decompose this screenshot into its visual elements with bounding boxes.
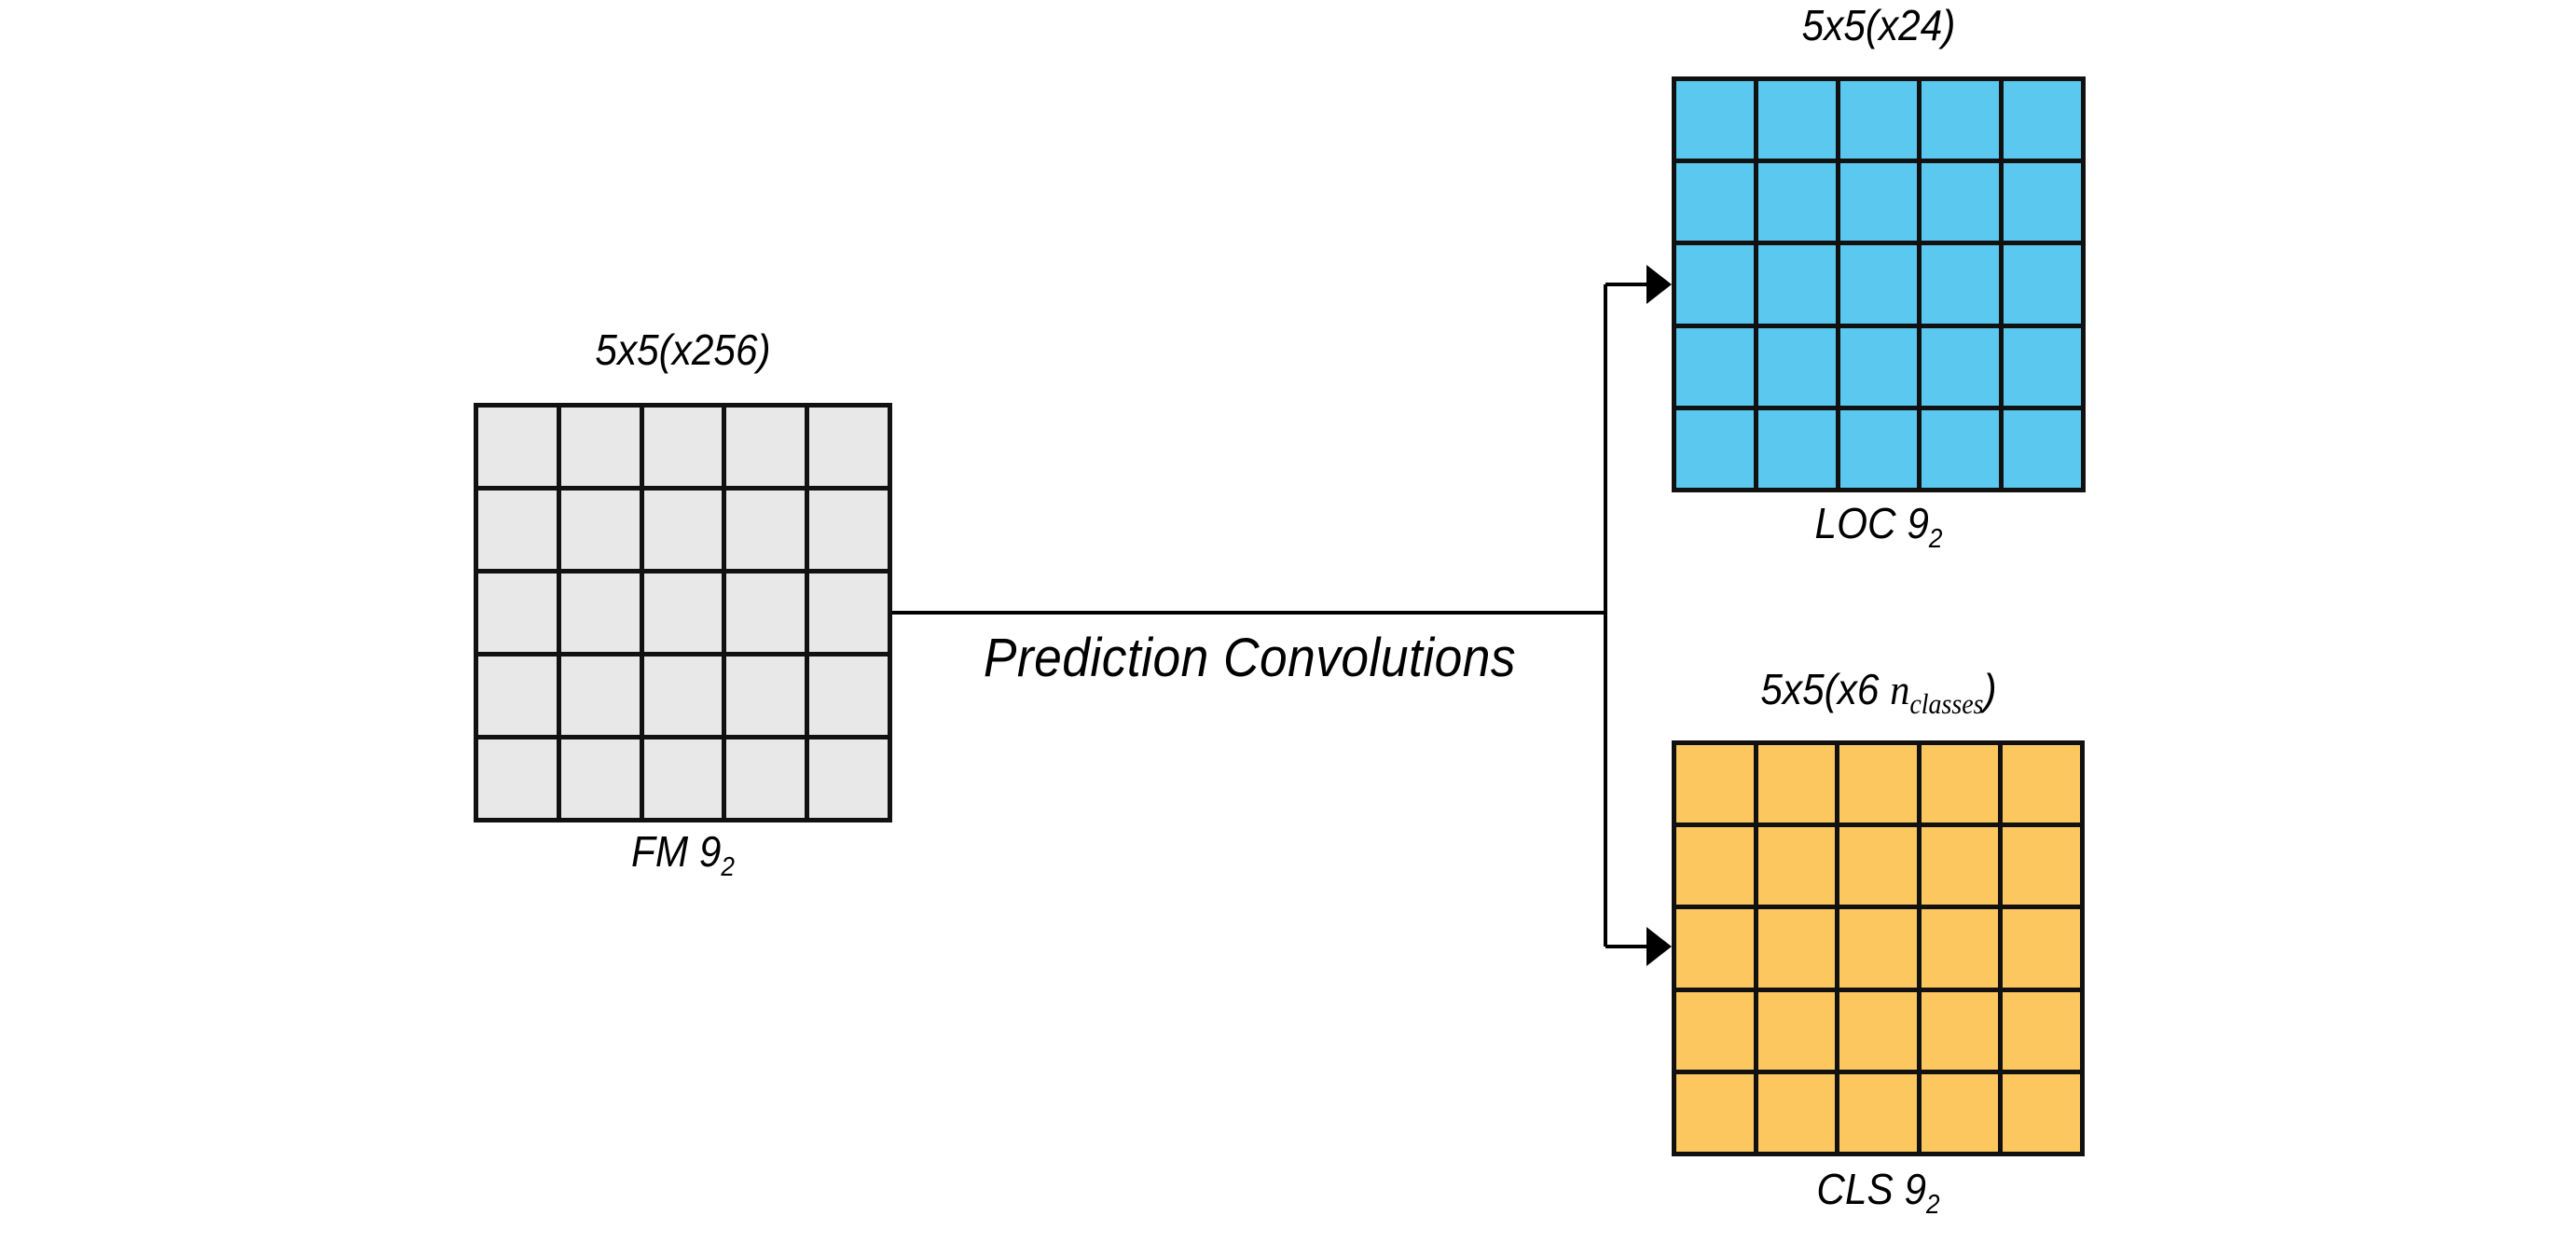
grid-cell xyxy=(2003,827,2080,905)
grid-cell xyxy=(1922,163,2000,242)
grid-cell xyxy=(478,739,557,818)
grid-cell xyxy=(1757,745,1836,823)
grid-cell xyxy=(1839,745,1917,823)
grid-cell xyxy=(809,657,888,735)
grid-cell xyxy=(560,408,640,486)
grid-cell xyxy=(560,657,640,735)
grid-cell xyxy=(1676,745,1754,823)
grid-cell xyxy=(1922,245,2000,324)
grid-cell xyxy=(2003,909,2080,988)
grid-cell xyxy=(809,491,888,569)
grid-cell xyxy=(1922,409,2000,488)
classification-title-variable: n xyxy=(1890,666,1910,713)
grid-cell xyxy=(1839,327,1918,406)
grid-cell xyxy=(643,739,723,818)
grid-cell xyxy=(1757,409,1836,488)
grid-cell xyxy=(1921,745,1999,823)
grid-cell xyxy=(2004,163,2081,242)
localization-caption-subscript: 2 xyxy=(1928,524,1943,555)
grid-cell xyxy=(726,491,806,569)
grid-cell xyxy=(1922,81,2000,159)
grid-cell xyxy=(1676,1073,1754,1152)
grid-cell xyxy=(1921,1073,1999,1152)
grid-cell xyxy=(643,491,723,569)
grid-cell xyxy=(1921,827,1999,905)
prediction-convolutions-label: Prediction Convolutions xyxy=(983,628,1517,688)
localization-caption: LOC 92 xyxy=(1688,498,2069,555)
grid-cell xyxy=(1921,991,1999,1070)
grid-cell xyxy=(1676,409,1754,488)
classification-grid xyxy=(1672,740,2085,1156)
grid-cell xyxy=(1757,909,1836,988)
classification-title-variable-subscript: classes xyxy=(1909,688,1984,721)
grid-cell xyxy=(1676,245,1754,324)
grid-cell xyxy=(809,408,888,486)
grid-cell xyxy=(478,408,557,486)
grid-cell xyxy=(1839,1073,1917,1152)
grid-cell xyxy=(2003,991,2080,1070)
feature-map-grid xyxy=(474,403,892,822)
grid-cell xyxy=(1757,827,1836,905)
grid-cell xyxy=(2003,745,2080,823)
grid-cell xyxy=(643,657,723,735)
grid-cell xyxy=(1757,245,1836,324)
grid-cell xyxy=(1757,327,1836,406)
grid-cell xyxy=(2004,327,2081,406)
grid-cell xyxy=(1839,409,1918,488)
grid-cell xyxy=(809,574,888,652)
grid-cell xyxy=(478,491,557,569)
feature-map-caption: FM 92 xyxy=(490,826,875,883)
localization-grid xyxy=(1672,76,2086,492)
grid-cell xyxy=(1676,327,1754,406)
grid-cell xyxy=(1676,81,1754,159)
grid-cell xyxy=(2004,81,2081,159)
grid-cell xyxy=(1676,827,1754,905)
grid-cell xyxy=(1757,163,1836,242)
grid-cell xyxy=(1839,909,1917,988)
grid-cell xyxy=(1839,163,1918,242)
grid-cell xyxy=(726,739,806,818)
grid-cell xyxy=(1757,1073,1836,1152)
classification-title: 5x5(x6 nclasses) xyxy=(1660,664,2097,721)
feature-map-caption-subscript: 2 xyxy=(721,852,735,883)
classification-caption-subscript: 2 xyxy=(1926,1190,1940,1221)
grid-cell xyxy=(643,408,723,486)
grid-cell xyxy=(1839,827,1917,905)
feature-map-title: 5x5(x256) xyxy=(595,325,771,374)
grid-cell xyxy=(1676,991,1754,1070)
grid-cell xyxy=(478,574,557,652)
grid-cell xyxy=(809,739,888,818)
grid-cell xyxy=(726,657,806,735)
grid-cell xyxy=(1676,909,1754,988)
grid-cell xyxy=(2003,1073,2080,1152)
classification-title-prefix: 5x5(x6 xyxy=(1760,665,1891,713)
arrowhead-cls-icon xyxy=(1646,927,1672,966)
grid-cell xyxy=(1676,163,1754,242)
localization-caption-text: LOC 9 xyxy=(1814,499,1929,547)
grid-cell xyxy=(2004,409,2081,488)
grid-cell xyxy=(1839,991,1917,1070)
grid-cell xyxy=(2004,245,2081,324)
grid-cell xyxy=(1839,81,1918,159)
grid-cell xyxy=(1839,245,1918,324)
grid-cell xyxy=(1921,909,1999,988)
grid-cell xyxy=(1922,327,2000,406)
grid-cell xyxy=(560,739,640,818)
grid-cell xyxy=(560,574,640,652)
classification-caption-text: CLS 9 xyxy=(1816,1165,1927,1213)
classification-caption: CLS 92 xyxy=(1688,1164,2069,1221)
feature-map-caption-text: FM 9 xyxy=(630,827,722,876)
grid-cell xyxy=(643,574,723,652)
grid-cell xyxy=(726,408,806,486)
grid-cell xyxy=(478,657,557,735)
classification-title-suffix: ) xyxy=(1983,665,1997,713)
arrowhead-loc-icon xyxy=(1646,265,1672,304)
localization-title: 5x5(x24) xyxy=(1801,1,1956,49)
grid-cell xyxy=(726,574,806,652)
grid-cell xyxy=(1757,81,1836,159)
grid-cell xyxy=(1757,991,1836,1070)
grid-cell xyxy=(560,491,640,569)
